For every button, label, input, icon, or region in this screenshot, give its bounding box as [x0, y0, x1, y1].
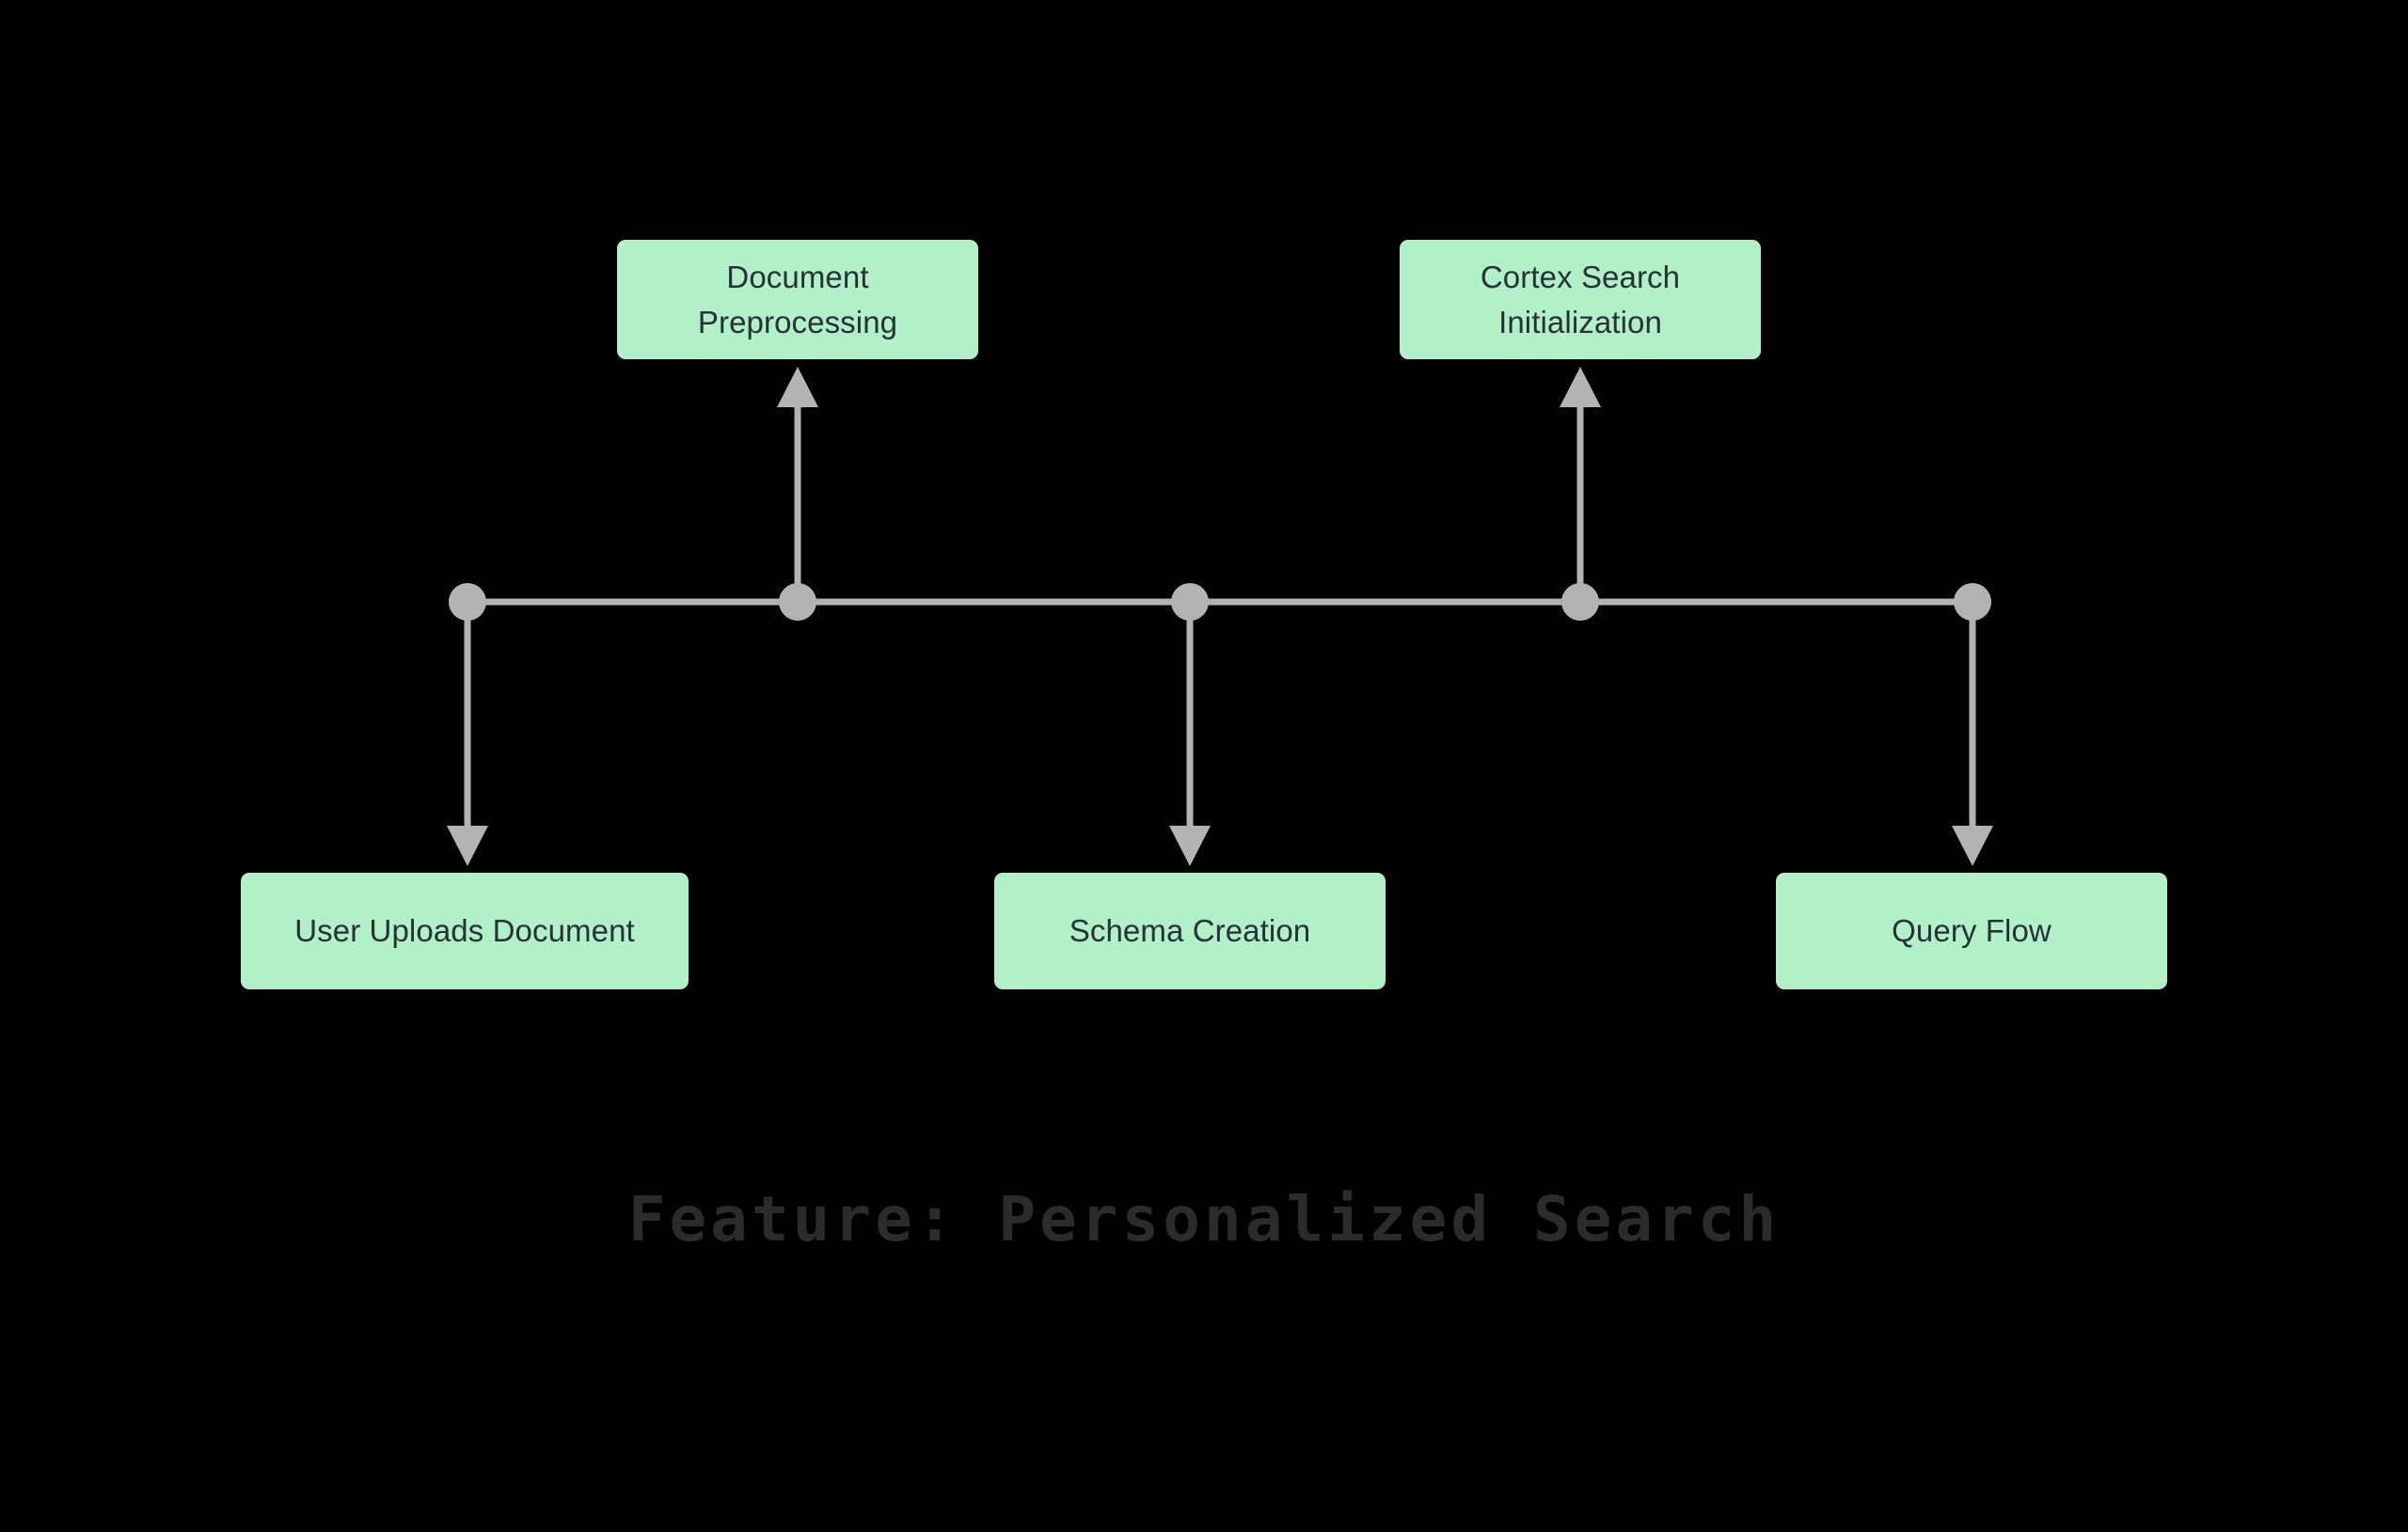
node-user-uploads-document[interactable]: User Uploads Document — [241, 873, 689, 989]
node-document-preprocessing[interactable]: Document Preprocessing — [617, 240, 978, 359]
connector-marker5-to-query-flow — [1952, 602, 1993, 866]
node-schema-creation[interactable]: Schema Creation — [994, 873, 1386, 989]
connector-marker2-to-document-preprocessing — [777, 367, 818, 602]
node-query-flow[interactable]: Query Flow — [1776, 873, 2167, 989]
timeline-marker-dot-4[interactable] — [1561, 583, 1599, 621]
timeline-marker-dot-5[interactable] — [1954, 583, 1991, 621]
diagram-title: Feature: Personalized Search — [627, 1183, 1781, 1256]
timeline-marker-dot-1[interactable] — [449, 583, 486, 621]
timeline-marker-dot-3[interactable] — [1171, 583, 1209, 621]
connector-marker4-to-cortex-search-initialization — [1560, 367, 1601, 602]
node-cortex-search-initialization[interactable]: Cortex Search Initialization — [1400, 240, 1761, 359]
connector-marker1-to-user-uploads-document — [447, 602, 488, 866]
timeline-marker-dot-2[interactable] — [779, 583, 816, 621]
connector-marker3-to-schema-creation — [1169, 602, 1211, 866]
